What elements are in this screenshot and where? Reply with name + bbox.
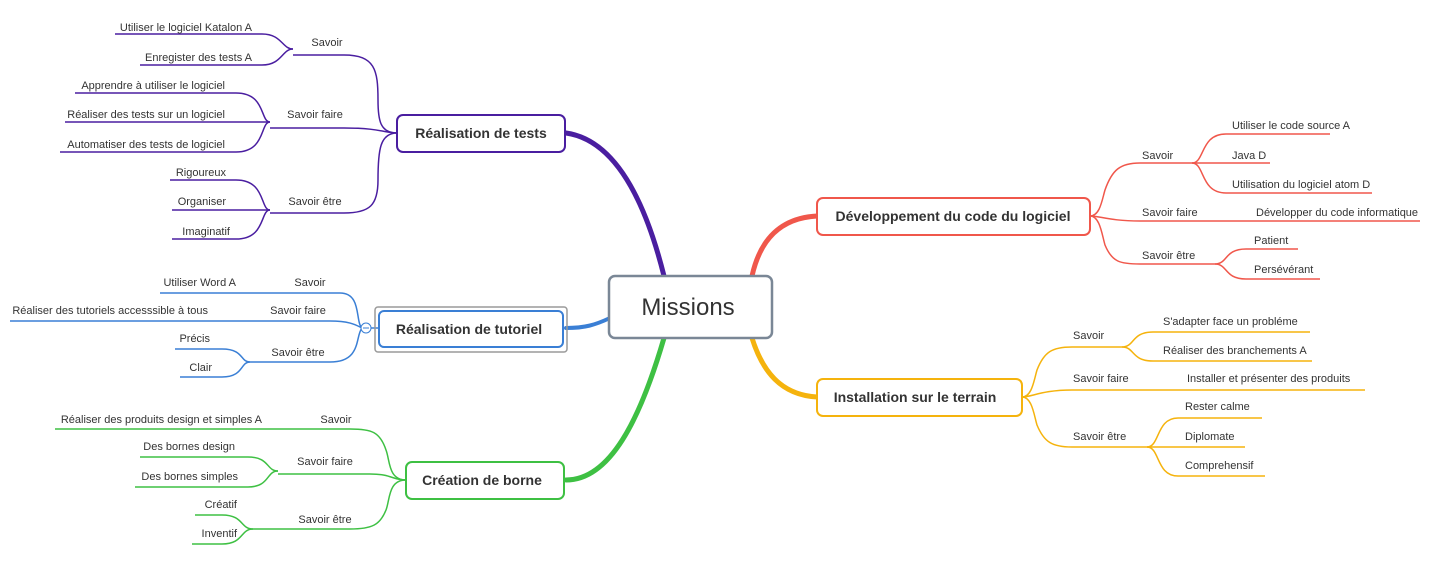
connector-tests <box>563 130 667 279</box>
node-tutoriel-selection <box>374 306 568 353</box>
node-terrain[interactable] <box>816 378 1023 417</box>
tests-savoir-etre-label: Savoir être <box>288 196 341 208</box>
branch-terrain <box>1021 331 1365 477</box>
borne-savoir-label: Savoir <box>320 414 352 426</box>
tutoriel-leaf: Clair <box>189 362 212 374</box>
node-borne[interactable] <box>405 461 565 500</box>
terrain-savoir-faire-label: Savoir faire <box>1073 373 1129 385</box>
borne-savoir-faire-label: Savoir faire <box>297 456 353 468</box>
tests-leaf: Apprendre à utiliser le logiciel <box>81 80 225 92</box>
terrain-leaf: Rester calme <box>1185 401 1250 413</box>
connector-tutoriel <box>564 316 612 330</box>
node-tutoriel-label: Réalisation de tutoriel <box>396 321 542 337</box>
tests-leaf: Enregister des tests A <box>145 52 253 64</box>
connector-dev <box>749 213 820 279</box>
tutoriel-leaf: Réaliser des tutoriels accesssible à tou… <box>12 305 208 317</box>
tests-leaf: Imaginatif <box>182 226 231 238</box>
tests-leaf: Rigoureux <box>176 167 227 179</box>
tests-leaf: Utiliser le logiciel Katalon A <box>120 22 253 34</box>
tutoriel-savoir-faire-label: Savoir faire <box>270 305 326 317</box>
connector-terrain <box>749 335 820 400</box>
terrain-savoir-etre-label: Savoir être <box>1073 431 1126 443</box>
borne-leaf: Réaliser des produits design et simples … <box>61 414 263 426</box>
borne-leaf: Inventif <box>202 528 238 540</box>
tutoriel-savoir-label: Savoir <box>294 277 326 289</box>
dev-leaf: Utiliser le code source A <box>1232 120 1351 132</box>
tests-leaf: Réaliser des tests sur un logiciel <box>67 109 225 121</box>
dev-leaf: Java D <box>1232 150 1266 162</box>
terrain-leaf: Réaliser des branchements A <box>1163 345 1307 357</box>
branch-tutoriel <box>10 292 378 378</box>
dev-leaf: Persévérant <box>1254 264 1313 276</box>
borne-leaf: Des bornes simples <box>141 471 238 483</box>
tests-leaf: Automatiser des tests de logiciel <box>67 139 225 151</box>
node-borne-label: Création de borne <box>422 472 542 488</box>
terrain-savoir-label: Savoir <box>1073 330 1105 342</box>
terrain-leaf: S'adapter face un probléme <box>1163 316 1298 328</box>
branch-tests <box>60 33 398 240</box>
terrain-leaf: Comprehensif <box>1185 460 1254 472</box>
tests-savoir-label: Savoir <box>311 37 343 49</box>
node-terrain-label: Installation sur le terrain <box>834 389 997 405</box>
dev-leaf: Utilisation du logiciel atom D <box>1232 179 1370 191</box>
dev-leaf: Patient <box>1254 235 1288 247</box>
borne-leaf: Des bornes design <box>143 441 235 453</box>
tutoriel-leaf: Utiliser Word A <box>163 277 236 289</box>
center-node[interactable] <box>607 274 774 340</box>
terrain-leaf: Diplomate <box>1185 431 1235 443</box>
tests-savoir-faire-label: Savoir faire <box>287 109 343 121</box>
node-dev[interactable] <box>816 197 1091 236</box>
dev-savoir-faire-label: Savoir faire <box>1142 207 1198 219</box>
node-dev-label: Développement du code du logiciel <box>836 208 1071 224</box>
borne-leaf: Créatif <box>205 499 238 511</box>
dev-leaf: Développer du code informatique <box>1256 207 1418 219</box>
node-tests[interactable] <box>396 114 566 153</box>
terrain-leaf: Installer et présenter des produits <box>1187 373 1351 385</box>
dev-savoir-label: Savoir <box>1142 150 1174 162</box>
branch-dev <box>1089 133 1420 280</box>
borne-savoir-etre-label: Savoir être <box>298 514 351 526</box>
dev-savoir-etre-label: Savoir être <box>1142 250 1195 262</box>
tests-leaf: Organiser <box>178 196 227 208</box>
tutoriel-savoir-etre-label: Savoir être <box>271 347 324 359</box>
center-node-label: Missions <box>641 294 734 321</box>
node-tutoriel[interactable] <box>378 310 564 348</box>
connector-borne <box>563 335 667 483</box>
branch-borne <box>55 428 407 545</box>
node-tests-label: Réalisation de tests <box>415 125 547 141</box>
tutoriel-leaf: Précis <box>179 333 210 345</box>
main-connectors <box>563 130 820 483</box>
